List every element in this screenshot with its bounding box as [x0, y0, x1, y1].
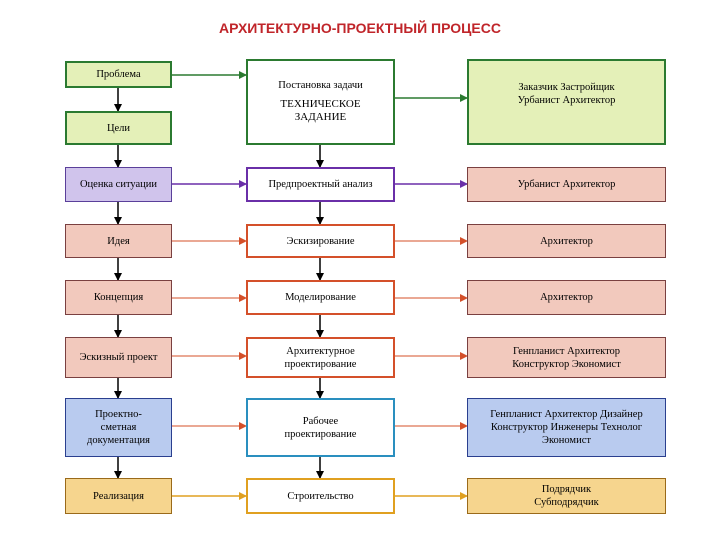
left-box-concept: Концепция [65, 280, 172, 315]
center-box-label: Постановка задачи [278, 80, 363, 91]
right-box-actors-2: Урбанист Архитектор [467, 167, 666, 202]
right-box-label: Урбанист Архитектор [517, 179, 616, 190]
center-box-construction: Строительство [246, 478, 395, 514]
left-box-situation: Оценка ситуации [65, 167, 172, 202]
left-box-label: Оценка ситуации [79, 179, 158, 190]
left-box-realization: Реализация [65, 478, 172, 514]
left-box-problem: Проблема [65, 61, 172, 88]
left-box-label: Эскизный проект [79, 352, 158, 363]
right-box-actors-3: Архитектор [467, 224, 666, 258]
center-box-label: Предпроектный анализ [268, 179, 373, 190]
center-box-label: Эскизирование [286, 235, 355, 247]
right-box-actors-5: Генпланист Архитектор Конструктор Эконом… [467, 337, 666, 378]
left-box-label: Идея [107, 235, 130, 247]
right-box-label: Подрядчик Субподрядчик [534, 484, 599, 508]
center-box-label: Моделирование [285, 292, 356, 303]
right-box-label: Архитектор [540, 292, 593, 303]
right-box-label: Заказчик Застройщик Урбанист Архитектор [517, 82, 616, 106]
center-box-working-design: Рабочее проектирование [246, 398, 395, 457]
center-box-sublabel: ТЕХНИЧЕСКОЕ ЗАДАНИЕ [280, 98, 361, 123]
right-box-label: Генпланист Архитектор Конструктор Эконом… [512, 345, 621, 370]
center-box-arch-design: Архитектурное проектирование [246, 337, 395, 378]
right-box-label: Генпланист Архитектор Дизайнер Конструкт… [490, 409, 643, 446]
left-box-label: Проблема [96, 69, 141, 80]
right-box-actors-7: Подрядчик Субподрядчик [467, 478, 666, 514]
left-box-documentation: Проектно- сметная документация [65, 398, 172, 457]
left-box-label: Цели [106, 122, 131, 134]
left-box-sketch-project: Эскизный проект [65, 337, 172, 378]
left-box-label: Проектно- сметная документация [86, 409, 151, 446]
left-box-label: Концепция [93, 292, 144, 303]
right-box-actors-6: Генпланист Архитектор Дизайнер Конструкт… [467, 398, 666, 457]
right-box-label: Архитектор [540, 235, 593, 247]
center-box-modeling: Моделирование [246, 280, 395, 315]
center-box-analysis: Предпроектный анализ [246, 167, 395, 202]
diagram-title: АРХИТЕКТУРНО-ПРОЕКТНЫЙ ПРОЦЕСС [219, 20, 501, 36]
right-box-actors-4: Архитектор [467, 280, 666, 315]
right-box-actors-1: Заказчик Застройщик Урбанист Архитектор [467, 59, 666, 145]
left-box-goals: Цели [65, 111, 172, 145]
left-box-label: Реализация [93, 490, 144, 502]
center-box-label: Рабочее проектирование [284, 415, 357, 440]
center-box-sketching: Эскизирование [246, 224, 395, 258]
center-box-task: Постановка задачи ТЕХНИЧЕСКОЕ ЗАДАНИЕ [246, 59, 395, 145]
left-box-idea: Идея [65, 224, 172, 258]
center-box-label: Архитектурное проектирование [284, 345, 357, 370]
center-box-label: Строительство [287, 490, 354, 502]
